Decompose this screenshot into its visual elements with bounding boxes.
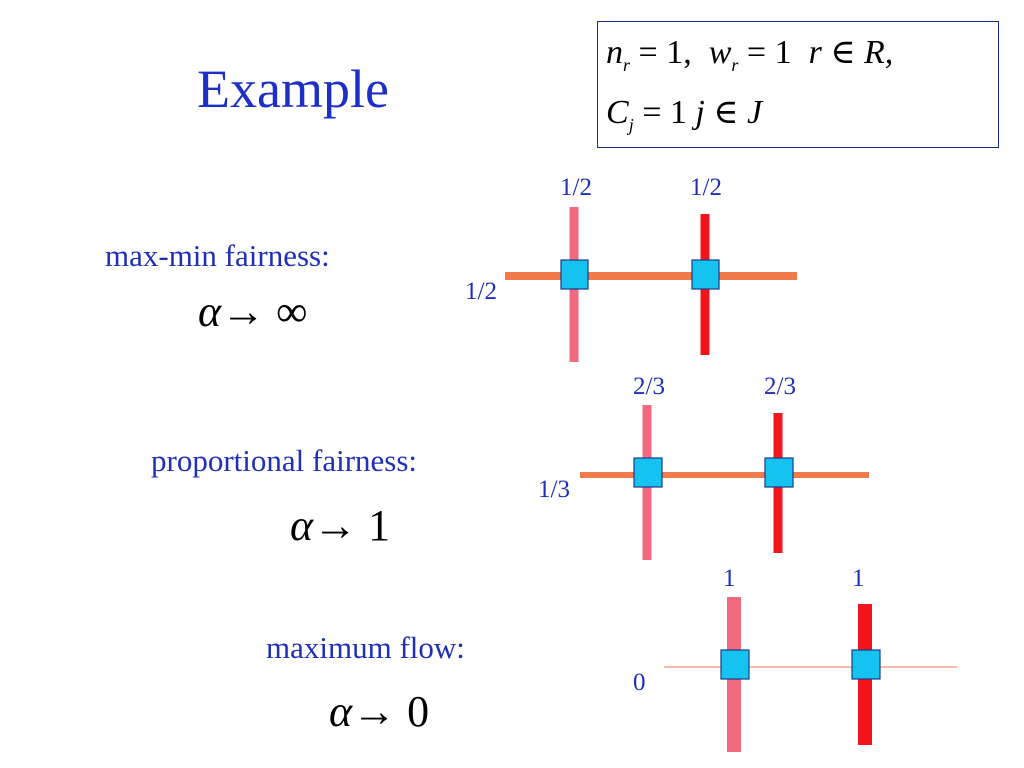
w-subscript: r <box>731 55 739 75</box>
n-subscript: r <box>623 55 631 75</box>
network-maxmin <box>505 207 797 362</box>
link-node-2 <box>691 259 720 290</box>
short-route-rate-2: 2/3 <box>764 373 796 400</box>
long-route-rate: 1/2 <box>465 278 497 305</box>
w-value: 1 <box>774 34 792 71</box>
scenario-label-maxflow: maximum flow: <box>266 630 465 665</box>
short-route-rate-1: 2/3 <box>633 373 665 400</box>
link-node-1 <box>720 649 750 680</box>
link-node-1 <box>560 259 589 290</box>
n-symbol: n <box>606 34 623 71</box>
network-proportional <box>580 405 869 560</box>
c-subscript: j <box>628 115 634 135</box>
short-route-rate-2: 1 <box>852 565 865 592</box>
param-line-routes: nr = 1, wr = 1 r ∈ R, <box>606 34 894 75</box>
c-symbol: C <box>606 94 629 131</box>
alpha-symbol: α <box>198 287 222 336</box>
formula-limit: → 0 <box>352 687 430 736</box>
page-title: Example <box>197 59 389 119</box>
link-node-2 <box>851 649 881 680</box>
c-value: = 1 <box>633 94 696 131</box>
link-node-1 <box>633 457 663 488</box>
param-line-capacity: Cj = 1 j ∈ J <box>606 92 763 135</box>
alpha-symbol: α <box>329 687 353 736</box>
alpha-symbol: α <box>290 501 314 550</box>
link-membership: j ∈ J <box>695 94 763 131</box>
scenario-label-proportional: proportional fairness: <box>151 443 418 478</box>
long-route-rate: 1/3 <box>538 476 570 503</box>
formula-limit: → ∞ <box>221 287 308 336</box>
formula-maxmin: α→ ∞ <box>198 286 307 337</box>
long-route-rate: 0 <box>633 669 646 696</box>
scenario-label-maxmin: max-min fairness: <box>105 238 330 273</box>
n-value: 1 <box>666 34 684 71</box>
formula-limit: → 1 <box>313 501 391 550</box>
short-route-rate-1: 1/2 <box>560 174 592 201</box>
parameter-box: nr = 1, wr = 1 r ∈ R, Cj = 1 j ∈ J <box>597 21 999 148</box>
w-symbol: w <box>708 34 732 71</box>
link-node-2 <box>764 457 794 488</box>
formula-proportional: α→ 1 <box>290 500 390 551</box>
route-membership: r ∈ R, <box>808 34 894 71</box>
short-route-rate-2: 1/2 <box>690 174 722 201</box>
network-maxflow <box>664 597 957 752</box>
short-route-rate-1: 1 <box>723 565 736 592</box>
formula-maxflow: α→ 0 <box>329 686 429 737</box>
